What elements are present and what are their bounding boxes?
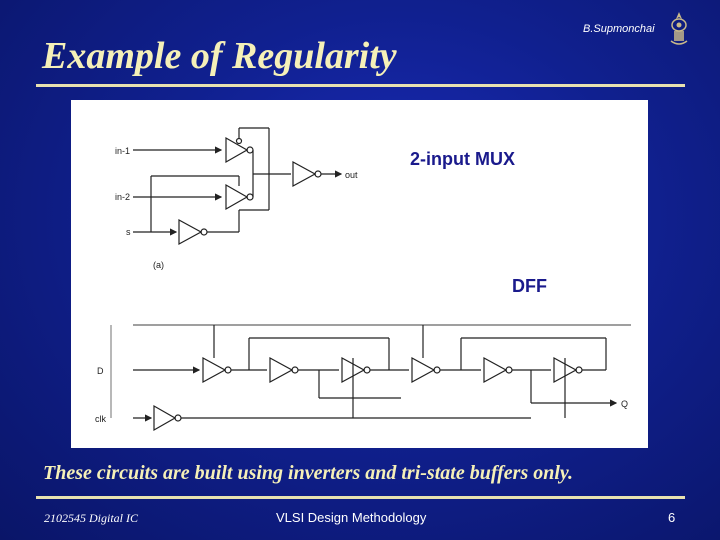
author-name: B.Supmonchai bbox=[583, 23, 655, 35]
dff-inverter-2 bbox=[483, 356, 508, 384]
dff-label-q: Q bbox=[621, 399, 628, 409]
dff-label-d: D bbox=[97, 366, 104, 376]
mux-output-inverter bbox=[292, 160, 317, 188]
circuit-diagram: in-1 in-2 s out (a) D clk Q 2-input MUX … bbox=[95, 127, 631, 432]
mux-select-inverter bbox=[178, 218, 203, 246]
mux-label-in2: in-2 bbox=[115, 192, 130, 202]
mux-tristate-2 bbox=[225, 183, 249, 211]
dff-clk-inverter bbox=[153, 404, 177, 432]
slide-title: Example of Regularity bbox=[42, 35, 397, 77]
mux-label-out: out bbox=[345, 170, 358, 180]
mux-label-in1: in-1 bbox=[115, 146, 130, 156]
dff-heading: DFF bbox=[512, 276, 547, 296]
top-rule bbox=[36, 84, 685, 87]
circuit-figure: in-1 in-2 s out (a) D clk Q 2-input MUX … bbox=[71, 100, 648, 448]
page-number: 6 bbox=[668, 510, 676, 525]
university-seal-icon bbox=[670, 12, 688, 45]
dff-inverter-1 bbox=[269, 356, 294, 384]
mux-label-sub: (a) bbox=[153, 260, 164, 270]
course-name: VLSI Design Methodology bbox=[276, 510, 427, 525]
dff-tristate-2 bbox=[411, 356, 436, 384]
slide-caption: These circuits are built using inverters… bbox=[43, 462, 574, 484]
mux-label-s: s bbox=[126, 227, 131, 237]
mux-tristate-1 bbox=[225, 136, 249, 164]
dff-label-clk: clk bbox=[95, 414, 106, 424]
bottom-rule bbox=[36, 496, 685, 499]
dff-tristate-1 bbox=[202, 356, 227, 384]
mux-heading: 2-input MUX bbox=[410, 149, 515, 169]
course-code: 2102545 Digital IC bbox=[44, 511, 139, 525]
